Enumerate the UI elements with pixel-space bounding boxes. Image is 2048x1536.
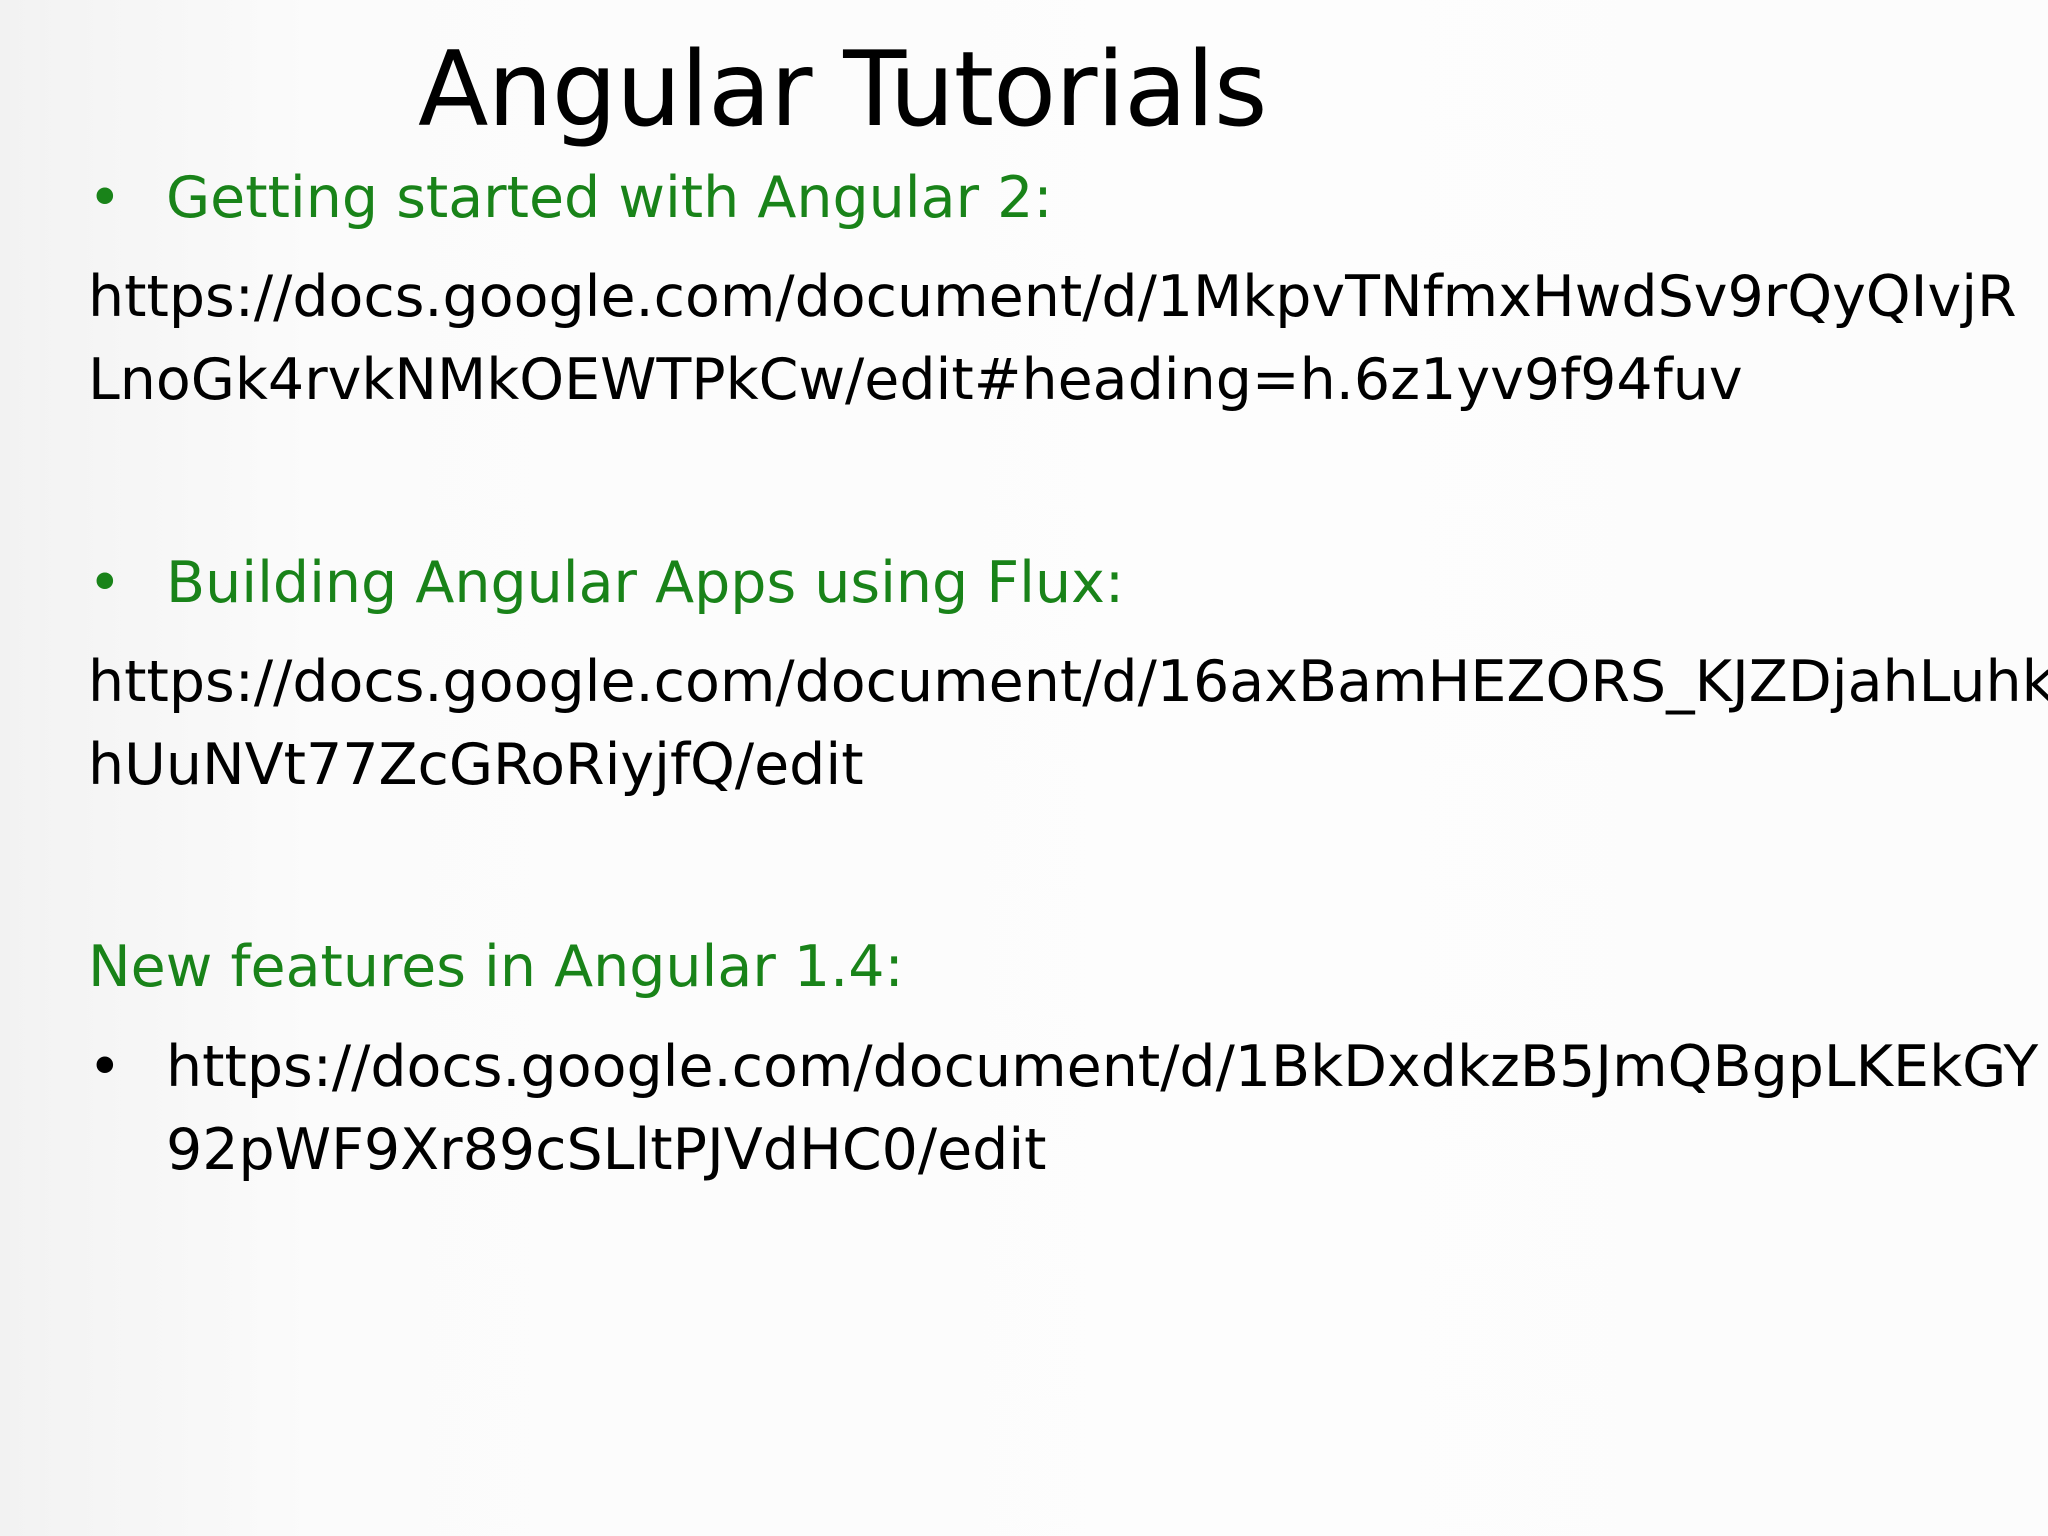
heading-text: Getting started with Angular 2: [166,165,1053,231]
url-line: https://docs.google.com/document/d/1BkDx… [166,1034,2039,1100]
bullet-icon: • [88,1034,122,1100]
url-text: https://docs.google.com/document/d/1BkDx… [166,1026,2038,1192]
slide-title: Angular Tutorials [418,30,1268,150]
url-line: 92pWF9Xr89cSLltPJVdHC0/edit [166,1117,1047,1183]
url-line: hUuNVt77ZcGRoRiyjfQ/edit [88,732,864,798]
url-line: https://docs.google.com/document/d/16axB… [88,649,2048,715]
url-line: https://docs.google.com/document/d/1Mkpv… [88,264,2017,330]
bullet-icon: • [88,165,122,231]
heading-text: Building Angular Apps using Flux: [166,550,1125,616]
url-flux[interactable]: https://docs.google.com/document/d/16axB… [88,641,2048,807]
url-line: LnoGk4rvkNMkOEWTPkCw/edit#heading=h.6z1y… [88,347,1743,413]
url-getting-started[interactable]: https://docs.google.com/document/d/1Mkpv… [88,256,2017,422]
bullet-icon: • [88,550,122,616]
section-heading-new-features: New features in Angular 1.4: [88,934,904,1000]
